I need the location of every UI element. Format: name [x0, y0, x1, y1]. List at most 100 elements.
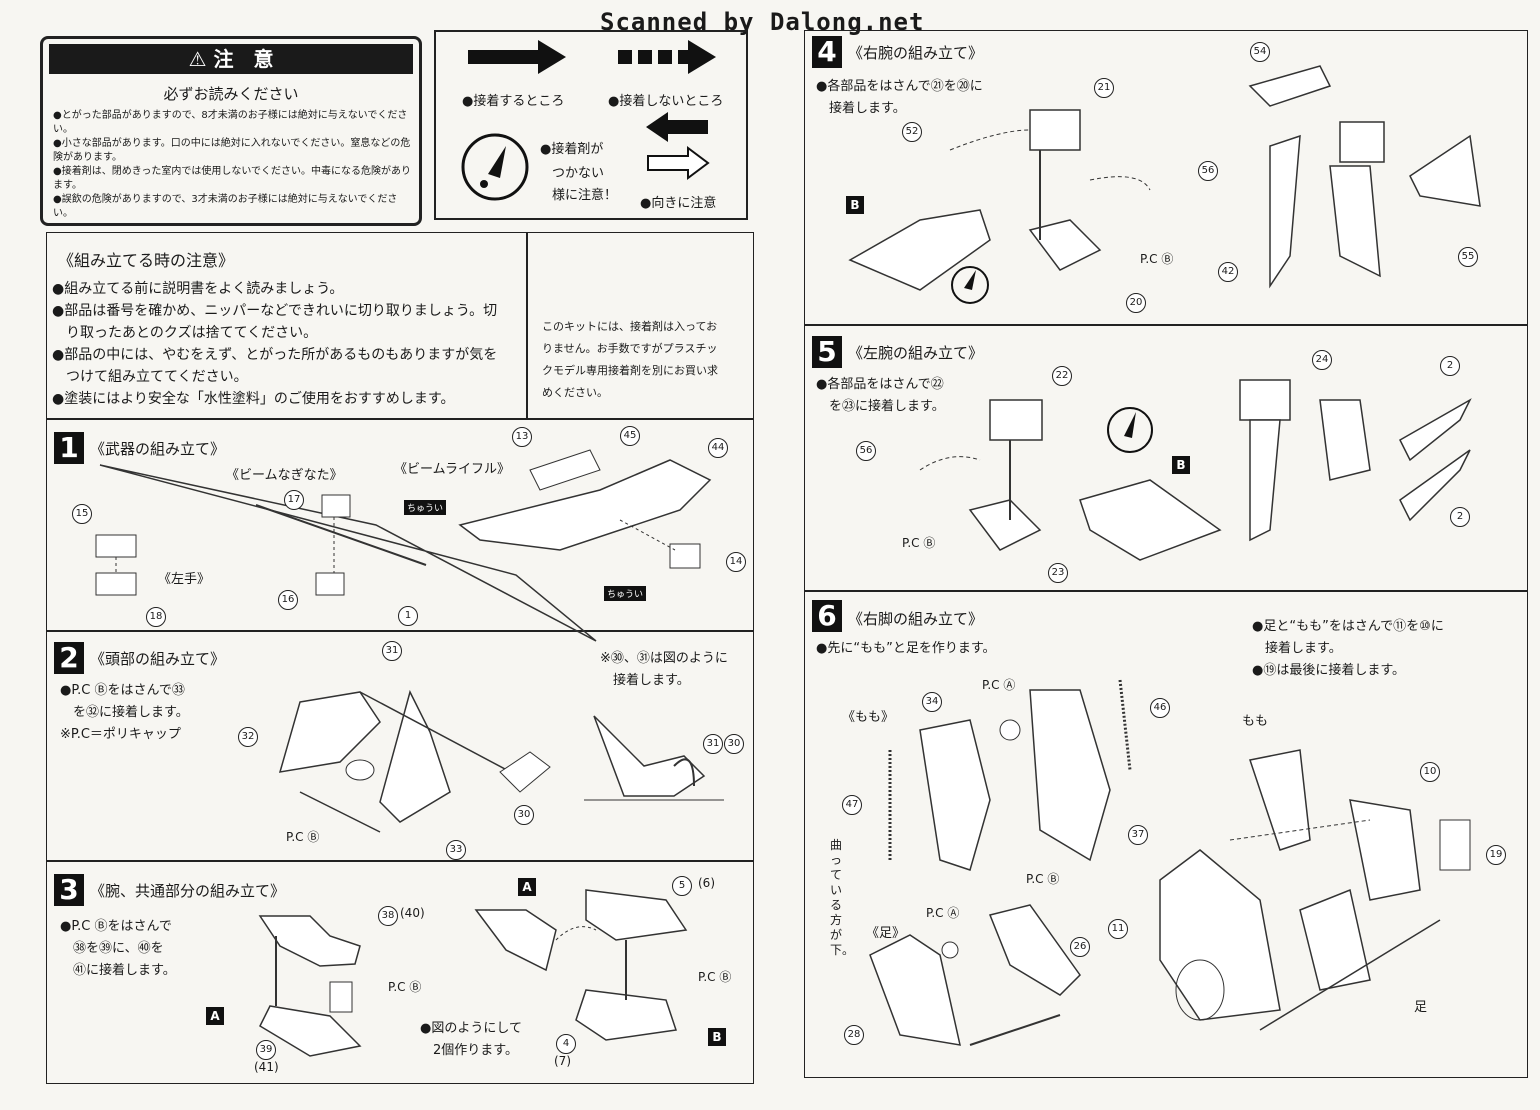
- assembly-bottom: [46, 418, 754, 420]
- head-diagram: [278, 689, 551, 833]
- part-number: 11: [1108, 919, 1128, 939]
- part-number: 52: [902, 122, 922, 142]
- pc-label: P.C Ⓐ: [982, 678, 1016, 692]
- part-number: 55: [1458, 247, 1478, 267]
- assembly-divider: [526, 232, 528, 418]
- part-number: (40): [400, 906, 425, 920]
- pc-label: P.C Ⓑ: [286, 830, 320, 844]
- part-number: 39: [256, 1040, 276, 1060]
- part-number: 16: [278, 590, 298, 610]
- step-instruction: ※P.C＝ポリキャップ: [60, 727, 181, 742]
- step-number: 3: [54, 874, 84, 906]
- chuui-badge: ちゅうい: [404, 500, 447, 515]
- divider: [46, 630, 754, 632]
- part-number: 37: [1128, 825, 1148, 845]
- foot-label: 《足》: [866, 926, 906, 941]
- assembly-item: り取ったあとのクズは捨ててください。: [52, 325, 318, 341]
- assembly-item: ●塗装にはより安全な「水性塗料」のご使用をおすすめします。: [52, 391, 455, 407]
- badge-b: B: [708, 1028, 726, 1046]
- part-number: (41): [254, 1060, 279, 1074]
- step-number: 4: [812, 36, 842, 68]
- step-instruction: ㊳を㊴に、㊵を: [60, 941, 164, 956]
- head-assembled-diagram: [584, 715, 724, 801]
- legend-careful: ●接着剤が: [540, 142, 604, 157]
- badge-b: B: [846, 196, 864, 214]
- legend-no-glue: ●接着しないところ: [608, 94, 724, 109]
- part-number: 31: [382, 641, 402, 661]
- part-number: 46: [1150, 698, 1170, 718]
- part-number: 4: [556, 1034, 576, 1054]
- step-note: 2個作ります。: [420, 1043, 518, 1058]
- part-number: 44: [708, 438, 728, 458]
- step-instruction: ㊶に接着します。: [60, 963, 176, 978]
- no-glue-caution-icon: [461, 133, 529, 201]
- step-note: ※㉚、㉛は図のように: [600, 651, 728, 666]
- curved-note: 曲っている方が下。: [830, 838, 855, 957]
- step-note: ●図のようにして: [420, 1021, 522, 1036]
- part-number: 10: [1420, 762, 1440, 782]
- step-instruction: ●各部品をはさんで㉒: [816, 377, 944, 392]
- step-title: 《左腕の組み立て》: [848, 344, 984, 362]
- step-instruction: 接着します。: [1252, 641, 1342, 656]
- step-number: 5: [812, 336, 842, 368]
- step-instruction: を㉜に接着します。: [60, 705, 189, 720]
- part-number: 28: [844, 1025, 864, 1045]
- badge-a: A: [518, 878, 536, 896]
- step-instruction: ●P.C Ⓑをはさんで㉝: [60, 683, 185, 698]
- thigh-diagram: [888, 679, 1132, 871]
- part-number: 2: [1450, 507, 1470, 527]
- step-instruction: ●P.C Ⓑをはさんで: [60, 919, 172, 934]
- part-number: (7): [554, 1054, 571, 1068]
- part-number: 13: [512, 427, 532, 447]
- part-number: 47: [842, 795, 862, 815]
- pc-label: P.C Ⓑ: [1140, 252, 1174, 266]
- step-title: 《右腕の組み立て》: [848, 44, 984, 62]
- arm-common-diagram-a: [258, 915, 362, 1057]
- warning-icon: ⚠: [188, 47, 207, 71]
- pc-label: P.C Ⓑ: [388, 980, 422, 994]
- assembly-side-note: このキットには、接着剤は入ってお: [542, 320, 718, 333]
- part-number: 33: [446, 840, 466, 860]
- badge-b: B: [1172, 456, 1190, 474]
- part-number: 18: [146, 607, 166, 627]
- step-title: 《武器の組み立て》: [90, 440, 226, 458]
- naginata-label: 《ビームなぎなた》: [226, 468, 343, 483]
- chuui-badge: ちゅうい: [604, 586, 647, 601]
- assembly-item: つけて組み立ててください。: [52, 369, 248, 385]
- part-number: 21: [1094, 78, 1114, 98]
- no-glue-arrow-icon: [618, 40, 716, 74]
- thigh-label: もも: [1242, 714, 1269, 729]
- part-number: 30: [724, 734, 744, 754]
- left-arm-diagram: [919, 399, 1222, 561]
- step-instruction: を㉓に接着します。: [816, 399, 945, 414]
- part-number: 19: [1486, 845, 1506, 865]
- part-number: 42: [1218, 262, 1238, 282]
- part-number: 56: [1198, 161, 1218, 181]
- divider: [804, 324, 1528, 326]
- part-number: 22: [1052, 366, 1072, 386]
- step-title: 《腕、共通部分の組み立て》: [90, 882, 286, 900]
- step-instruction: ●先に“もも”と足を作ります。: [816, 641, 996, 656]
- badge-a: A: [206, 1007, 224, 1025]
- part-number: 5: [672, 876, 692, 896]
- legend-careful: つかない: [552, 166, 605, 181]
- left-page-frame: [46, 232, 754, 1084]
- caution-box: ⚠ 注 意 必ずお読みください ●とがった部品がありますので、8才未満のお子様に…: [40, 36, 422, 226]
- left-arm-assembled-diagram: [1239, 379, 1472, 542]
- assembly-item: ●部品は番号を確かめ、ニッパーなどできれいに切り取りましょう。切: [52, 303, 498, 319]
- caution-item: ●とがった部品がありますので、8才未満のお子様には絶対に与えないでください。: [53, 110, 408, 135]
- caution-header: ⚠ 注 意: [49, 44, 413, 74]
- part-number: 56: [856, 441, 876, 461]
- pc-label: P.C Ⓐ: [926, 906, 960, 920]
- caution-item: ●小さな部品があります。口の中には絶対に入れないでください。窒息などの危険があり…: [53, 138, 411, 163]
- right-arm-assembled-diagram: [1248, 65, 1481, 289]
- left-hand-label: 《左手》: [158, 572, 211, 587]
- assembly-item: ●組み立てる前に説明書をよく読みましょう。: [52, 281, 344, 297]
- step-number: 2: [54, 642, 84, 674]
- thigh-label: 《もも》: [842, 710, 895, 725]
- divider: [46, 860, 754, 862]
- part-number: 31: [703, 734, 723, 754]
- assembly-item: ●部品の中には、やむをえず、とがった所があるものもありますが気を: [52, 347, 498, 363]
- part-number: 23: [1048, 563, 1068, 583]
- part-number: 30: [514, 805, 534, 825]
